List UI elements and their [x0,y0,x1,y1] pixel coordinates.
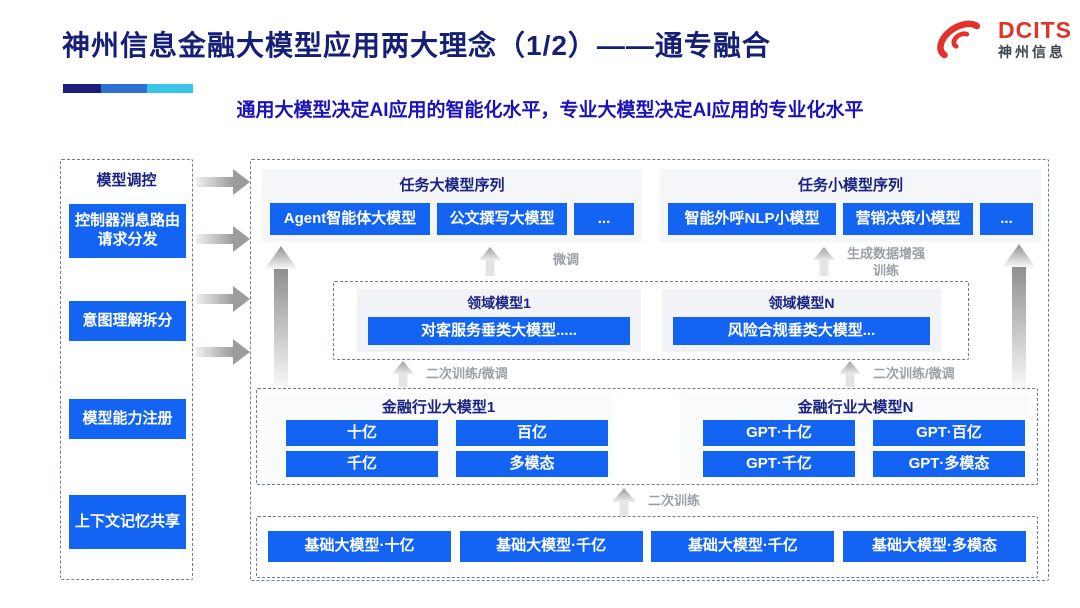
logo-en: DCITS [998,16,1072,43]
industry-model-n-box: 金融行业大模型N GPT·十亿 GPT·百亿 GPT·千亿 GPT·多模态 [681,394,1030,479]
foundation-model-row: 基础大模型·十亿 基础大模型·千亿 基础大模型·千亿 基础大模型·多模态 [268,531,1026,562]
industry-model-1-title: 金融行业大模型1 [381,399,496,416]
page-title: 神州信息金融大模型应用两大理念（1/2）——通专融合 [62,30,771,61]
sidebar-item-intent: 意图理解拆分 [69,301,186,341]
label-second-train-ft-right: 二次训练/微调 [873,366,955,381]
up-arrow-icon [839,361,861,387]
model-chip-1b: 十亿 [286,420,438,446]
label-gen-data-train: 生成数据增强训练 [846,246,925,278]
dcits-logo: DCITS 神州信息 [932,16,1072,64]
model-chip-10b: 百亿 [456,420,608,446]
dcits-swirl-icon [937,20,981,59]
domain-model-n-title: 领域模型N [768,295,835,311]
title-accent-bar [63,84,193,93]
domain-model-n-box: 领域模型N 风险合规垂类大模型... [662,289,941,352]
foundation-model-container: 基础大模型·十亿 基础大模型·千亿 基础大模型·千亿 基础大模型·多模态 [256,516,1038,578]
model-chip-foundation-100b-2: 基础大模型·千亿 [651,531,835,562]
accent-segment-cyan [147,84,193,93]
model-chip-agent: Agent智能体大模型 [270,203,430,235]
industry-model-container [256,388,1038,485]
right-arrow-icon [196,286,250,312]
model-chip-nlp-call: 智能外呼NLP小模型 [668,203,836,235]
model-chip-foundation-multimodal: 基础大模型·多模态 [842,531,1026,562]
right-arrow-icon [196,169,250,195]
domain-model-1-box: 领域模型1 对客服务垂类大模型..... [357,289,641,352]
domain-model-1-title: 领域模型1 [467,295,531,311]
model-chip-more: ... [574,203,634,235]
model-chip-marketing: 营销决策小模型 [843,203,973,235]
model-chip-gpt-10b: GPT·百亿 [873,420,1025,446]
model-chip-multimodal: 多模态 [456,451,608,477]
sidebar-model-control: 模型调控 控制器消息路由请求分发 意图理解拆分 模型能力注册 上下文记忆共享 [60,159,193,580]
tall-up-arrow-icon [264,246,298,392]
model-chip-customer-service: 对客服务垂类大模型..... [368,317,630,345]
industry-model-n-grid: GPT·十亿 GPT·百亿 GPT·千亿 GPT·多模态 [703,420,1025,477]
industry-model-1-box: 金融行业大模型1 十亿 百亿 千亿 多模态 [264,394,613,479]
right-arrow-icon [196,226,250,252]
right-arrow-icon [196,339,250,365]
task-large-row: Agent智能体大模型 公文撰写大模型 ... [270,203,634,235]
up-arrow-icon [479,247,501,276]
accent-segment-blue [101,84,147,93]
industry-model-1-grid: 十亿 百亿 千亿 多模态 [286,420,608,477]
logo-text: DCITS 神州信息 [998,18,1072,62]
model-chip-document: 公文撰写大模型 [437,203,567,235]
tall-up-arrow-icon [1002,244,1036,392]
label-second-train: 二次训练 [648,493,701,508]
sidebar-item-router: 控制器消息路由请求分发 [69,204,186,258]
task-large-title: 任务大模型序列 [399,177,505,194]
task-small-row: 智能外呼NLP小模型 营销决策小模型 ... [668,203,1033,235]
accent-segment-navy [63,84,101,93]
logo-cn: 神州信息 [998,44,1066,61]
model-chip-gpt-multimodal: GPT·多模态 [873,451,1025,477]
slide-subtitle: 通用大模型决定AI应用的智能化水平，专业大模型决定AI应用的专业化水平 [236,100,864,121]
model-chip-gpt-100b: GPT·千亿 [703,451,855,477]
industry-model-n-title: 金融行业大模型N [797,399,914,416]
task-small-title: 任务小模型序列 [797,177,903,194]
sidebar-item-capability: 模型能力注册 [69,399,186,439]
up-arrow-icon [813,247,835,276]
label-second-train-ft-left: 二次训练/微调 [426,366,508,381]
model-chip-foundation-1b: 基础大模型·十亿 [268,531,451,562]
sidebar-title: 模型调控 [96,172,157,189]
domain-model-container [333,281,969,360]
model-chip-foundation-100b: 基础大模型·千亿 [459,531,643,562]
task-large-model-panel: 任务大模型序列 Agent智能体大模型 公文撰写大模型 ... [262,169,642,242]
up-arrow-icon [612,488,636,516]
model-chip-risk-compliance: 风险合规垂类大模型... [673,317,930,345]
model-chip-gpt-1b: GPT·十亿 [703,420,855,446]
task-small-model-panel: 任务小模型序列 智能外呼NLP小模型 营销决策小模型 ... [660,169,1041,242]
model-chip-more: ... [980,203,1033,235]
sidebar-item-context: 上下文记忆共享 [69,495,186,549]
up-arrow-icon [392,361,414,387]
model-chip-100b: 千亿 [286,451,438,477]
label-fine-tune: 微调 [553,252,580,267]
